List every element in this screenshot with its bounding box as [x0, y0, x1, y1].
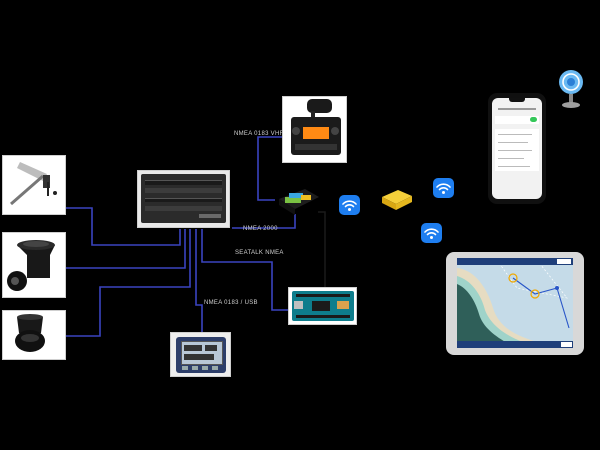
label-nmea2000: NMEA 2000 — [243, 226, 278, 232]
label-nmea0183: NMEA 0183 / USB — [204, 300, 258, 306]
wifi-icon — [339, 195, 360, 215]
smartphone — [488, 93, 546, 204]
wifi-icon — [433, 178, 454, 198]
wireless-module — [380, 188, 414, 212]
wifi-gateway — [275, 185, 320, 215]
wire-gateway — [232, 214, 296, 229]
instrument-display — [170, 332, 231, 377]
wire-instrument-display — [195, 229, 203, 335]
wire-depth-sensor — [66, 229, 191, 337]
depth-sensor — [2, 310, 66, 360]
vhf-radio — [282, 96, 347, 163]
antenna-icon — [556, 68, 586, 110]
wire-gateway-arduino — [318, 211, 326, 292]
wire-vhf — [257, 136, 285, 201]
wire-wind-sensor — [45, 207, 181, 246]
nmea-multiplexer — [137, 170, 230, 228]
label-vhf: NMEA 0183 VHF — [234, 131, 284, 137]
phone-screen — [492, 98, 542, 199]
wind-sensor — [2, 155, 66, 215]
wire-speed-sensor — [66, 229, 186, 269]
tablet — [446, 252, 584, 355]
label-seatalk: SEATALK NMEA — [235, 250, 284, 256]
speed-sensor — [2, 232, 66, 298]
wifi-icon — [421, 223, 442, 243]
tablet-screen — [457, 258, 573, 348]
arduino-board — [288, 287, 357, 325]
wire-arduino — [201, 229, 290, 311]
